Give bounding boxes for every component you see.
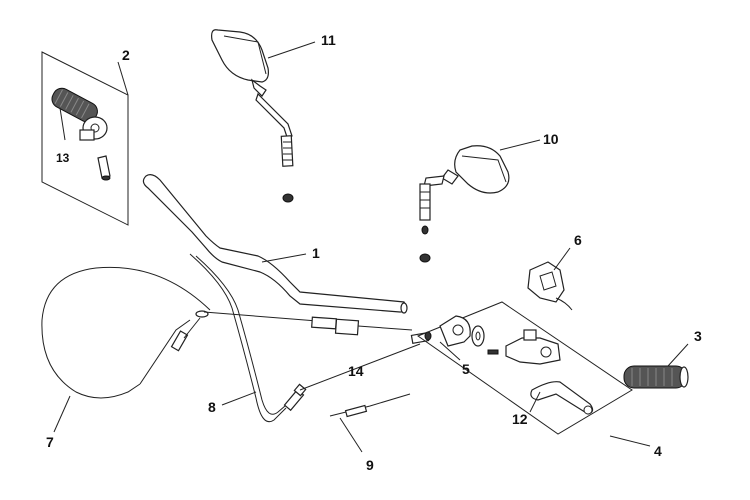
callout-12: 12 xyxy=(512,411,528,427)
callout-4: 4 xyxy=(654,443,662,459)
callout-13: 13 xyxy=(56,151,70,165)
callout-7: 7 xyxy=(46,434,54,450)
handlebar xyxy=(142,174,408,314)
left-mirror xyxy=(211,29,294,203)
handlebar-switch xyxy=(527,261,573,311)
callout-8: 8 xyxy=(208,399,216,415)
clutch-cable xyxy=(41,266,413,399)
callout-1: 1 xyxy=(312,245,320,261)
right-mirror xyxy=(419,145,510,263)
throttle-cable xyxy=(189,253,307,423)
brake-cable xyxy=(329,393,411,418)
callout-2: 2 xyxy=(122,47,130,63)
callout-5: 5 xyxy=(462,361,470,377)
right-grip xyxy=(623,365,689,389)
callout-3: 3 xyxy=(694,328,702,344)
throttle-grip-panel xyxy=(41,51,129,226)
callout-6: 6 xyxy=(574,232,582,248)
callout-11: 11 xyxy=(321,32,336,48)
callout-14: 14 xyxy=(348,363,364,379)
brake-lever-panel xyxy=(416,301,633,435)
callout-10: 10 xyxy=(543,131,559,147)
callout-9: 9 xyxy=(366,457,374,473)
